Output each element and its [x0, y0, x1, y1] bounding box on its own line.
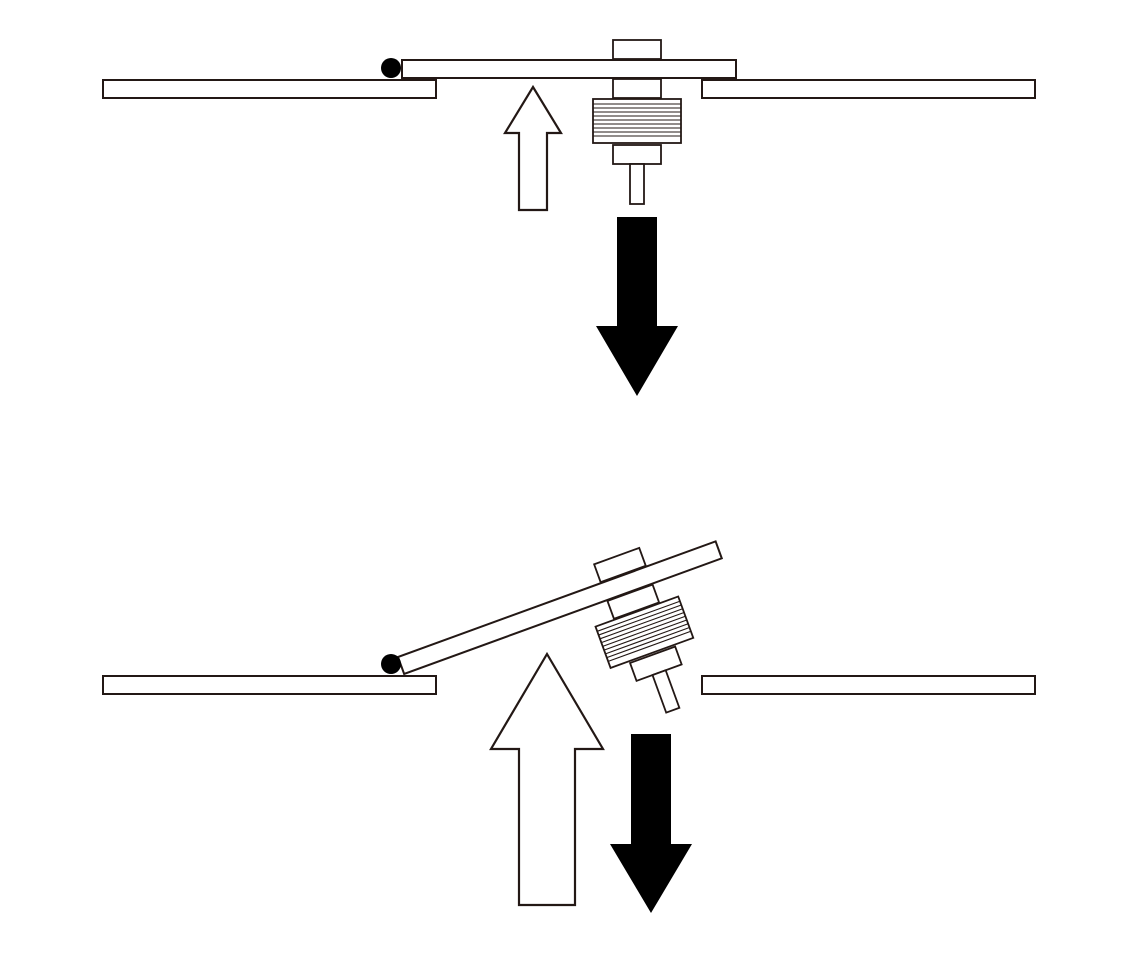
- panel-open: [102, 540, 1036, 913]
- flap-icon: [401, 59, 737, 79]
- flap-icon: [396, 540, 724, 676]
- hinge-pin-icon: [381, 58, 401, 78]
- downward-force-arrow-icon: [596, 217, 678, 396]
- panel-closed: [102, 39, 1036, 396]
- upward-pressure-arrow-icon: [503, 84, 563, 212]
- upward-pressure-arrow-icon: [489, 651, 605, 907]
- right-plate-icon: [701, 675, 1036, 695]
- right-plate-icon: [701, 79, 1036, 99]
- left-plate-icon: [102, 79, 437, 99]
- hinge-pin-icon: [381, 654, 401, 674]
- downward-force-arrow-icon: [610, 734, 692, 913]
- left-plate-icon: [102, 675, 437, 695]
